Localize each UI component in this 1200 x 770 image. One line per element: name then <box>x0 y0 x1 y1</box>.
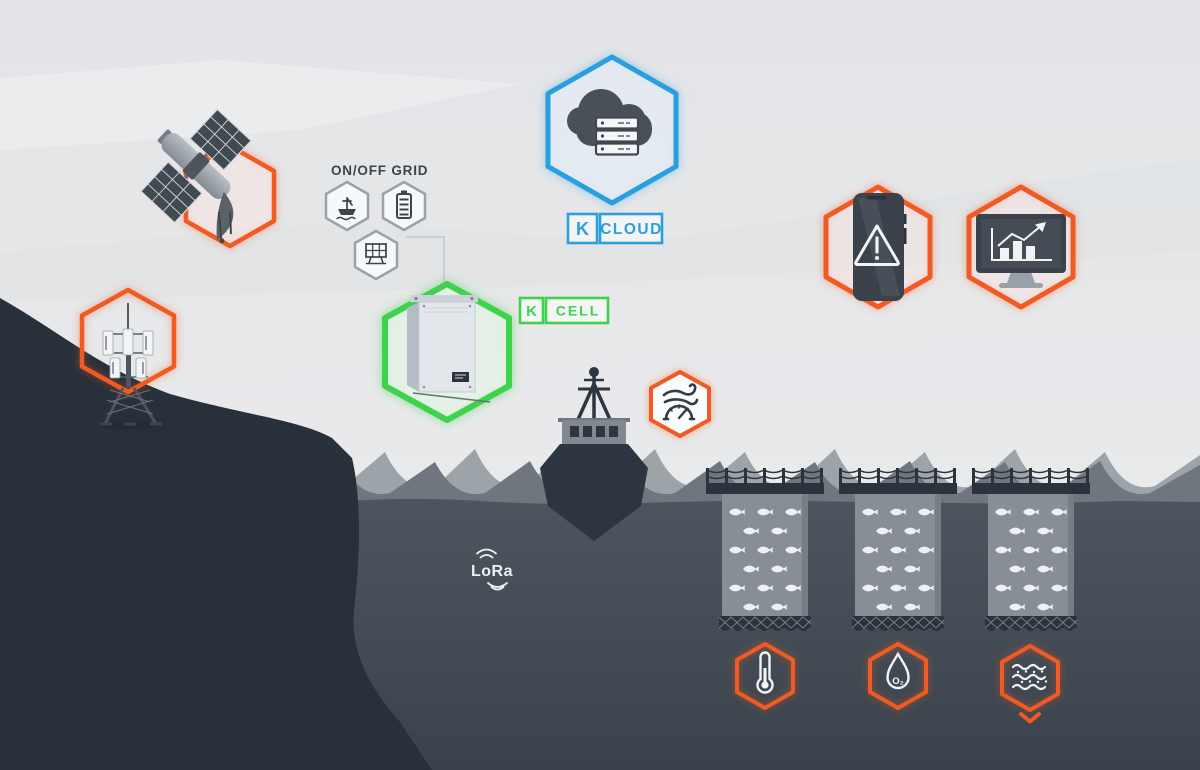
equipment-cabinet-icon <box>407 295 491 403</box>
oxygen-label: O₂ <box>892 676 904 687</box>
cell-tower-icon <box>100 303 162 430</box>
analytics-monitor-icon <box>976 214 1066 288</box>
alert-phone-node <box>823 184 933 310</box>
cell-tower-node <box>79 287 177 430</box>
wind-gauge-icon <box>662 383 699 421</box>
water-waves-icon <box>1011 663 1048 691</box>
water-quality-sensor-node <box>1000 644 1060 724</box>
oxygen-drop-icon: O₂ <box>886 651 910 690</box>
alert-phone-icon <box>853 193 907 301</box>
battery-icon <box>396 190 412 219</box>
lora-label: LoRa <box>471 563 513 580</box>
grid-connector-line <box>406 236 445 288</box>
oxygen-sensor-node: O₂ <box>868 642 928 710</box>
power-sources-group: ON/OFF GRID <box>324 163 445 288</box>
thermometer-icon <box>756 651 774 694</box>
cloud-server-icon <box>567 89 652 156</box>
k-cell-badge: K CELL <box>518 296 610 325</box>
satellite-node <box>140 108 277 249</box>
battery-hexagon <box>381 180 427 232</box>
k-cloud-badge: K CLOUD <box>566 212 664 245</box>
warning-triangle-icon <box>854 224 900 266</box>
lora-signal-icon: LoRa <box>471 548 513 591</box>
cloud-platform-node: K CLOUD <box>545 54 679 245</box>
solar-panel-icon <box>365 243 387 265</box>
solar-hexagon <box>353 229 399 281</box>
fishing-vessel-icon <box>540 367 648 541</box>
k-cell-label: CELL <box>556 303 601 319</box>
k-cell-prefix: K <box>526 303 537 320</box>
offshore-supply-icon <box>336 197 356 221</box>
k-cloud-prefix: K <box>576 219 589 239</box>
satellite-icon <box>140 108 252 244</box>
k-cloud-label: CLOUD <box>600 221 663 238</box>
weather-station-node <box>649 370 711 438</box>
sky-band-top <box>0 60 520 150</box>
analytics-monitor-node <box>966 184 1076 310</box>
edge-gateway-node: K CELL <box>382 281 610 423</box>
on-off-grid-label: ON/OFF GRID <box>331 163 428 178</box>
temperature-sensor-node <box>735 642 795 710</box>
down-chevron-icon <box>1019 712 1041 724</box>
